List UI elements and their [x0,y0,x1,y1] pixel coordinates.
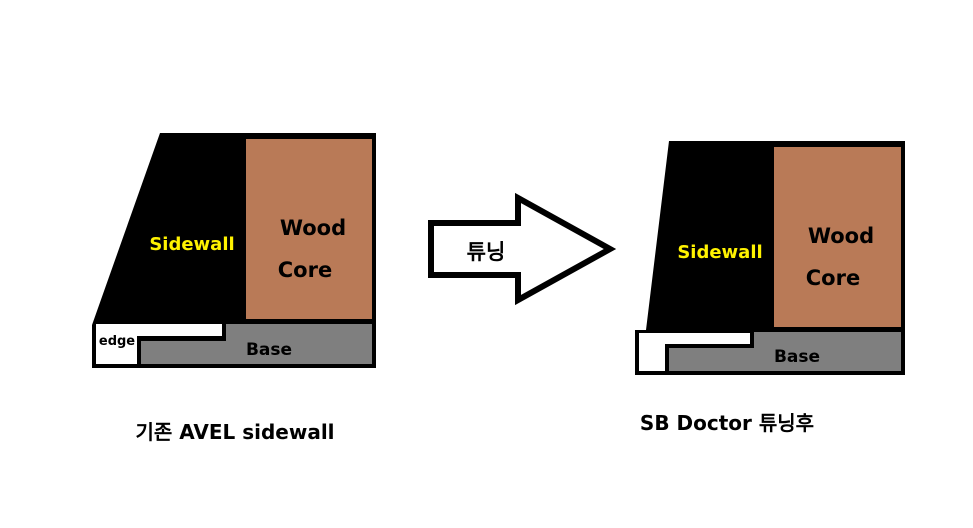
before-edge [96,324,222,364]
after-sidewall-label: Sidewall [677,242,762,263]
before-caption: 기존 AVEL sidewall [135,420,334,444]
after-edge [639,333,750,371]
after-wood-core [774,147,901,327]
before-base-label: Base [246,340,292,360]
before-sidewall-label: Sidewall [149,234,234,255]
after-base [669,332,901,371]
before-core-label-line2: Core [278,258,332,282]
before-core-label-line1: Wood [280,216,346,240]
before-ski-cross-section: Sidewall Wood Core edge Base [92,133,376,368]
before-edge-label: edge [99,334,135,349]
after-base-label: Base [774,347,820,367]
arrow-shape [428,192,617,306]
after-ski-cross-section: Sidewall Wood Core Base [635,141,905,375]
after-caption: SB Doctor 튜닝후 [640,411,814,435]
after-core-label-line1: Wood [808,224,874,248]
before-base [141,324,372,364]
tuning-arrow: 튜닝 [428,192,617,306]
arrow-label: 튜닝 [467,240,506,264]
after-core-label-line2: Core [806,266,860,290]
before-wood-core [246,139,372,319]
